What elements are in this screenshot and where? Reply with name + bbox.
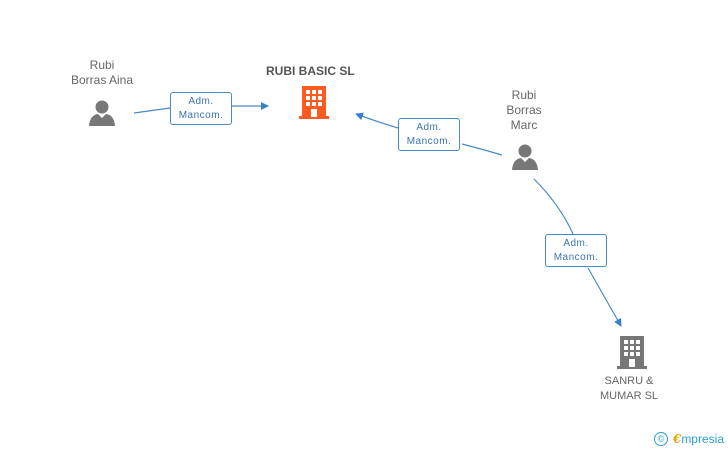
person-name-line: Borras — [506, 103, 542, 117]
person-label-rubi-borras-aina[interactable]: Rubi Borras Aina — [62, 58, 142, 88]
person-name-line: Rubi — [89, 58, 115, 72]
brand-initial: € — [672, 432, 682, 446]
role-line: Mancom. — [553, 252, 599, 263]
brand-logo: €mpresia — [673, 432, 724, 446]
person-label-rubi-borras-marc[interactable]: Rubi Borras Marc — [494, 88, 554, 133]
edge-marc-to-sanru — [533, 178, 621, 326]
company-name-line: MUMAR SL — [599, 390, 659, 402]
person-name-line: Borras Aina — [70, 73, 134, 87]
role-box-marc-rubi-basic[interactable]: Adm. Mancom. — [398, 118, 460, 151]
company-name-rubi-basic[interactable]: RUBI BASIC SL — [266, 64, 355, 78]
building-icon[interactable] — [298, 85, 330, 119]
person-icon[interactable] — [510, 142, 540, 172]
role-line: Mancom. — [178, 110, 224, 121]
role-line: Adm. — [416, 122, 442, 133]
role-line: Adm. — [563, 238, 589, 249]
watermark: © €mpresia — [653, 432, 724, 446]
copyright-icon: © — [653, 432, 668, 446]
company-label-sanru-mumar[interactable]: SANRU & MUMAR SL — [594, 374, 664, 404]
person-name-line: Marc — [510, 118, 538, 132]
person-name-line: Rubi — [511, 88, 537, 102]
edge-marc-to-rubi-basic — [356, 114, 503, 156]
role-box-marc-sanru[interactable]: Adm. Mancom. — [545, 234, 607, 267]
company-name-line: SANRU & — [604, 375, 654, 387]
edge-aina-to-rubi-basic — [133, 106, 268, 113]
brand-rest: mpresia — [681, 432, 724, 446]
role-line: Mancom. — [406, 136, 452, 147]
person-icon[interactable] — [87, 98, 117, 128]
building-icon[interactable] — [616, 335, 648, 369]
role-line: Adm. — [188, 96, 214, 107]
role-box-aina-rubi-basic[interactable]: Adm. Mancom. — [170, 92, 232, 125]
